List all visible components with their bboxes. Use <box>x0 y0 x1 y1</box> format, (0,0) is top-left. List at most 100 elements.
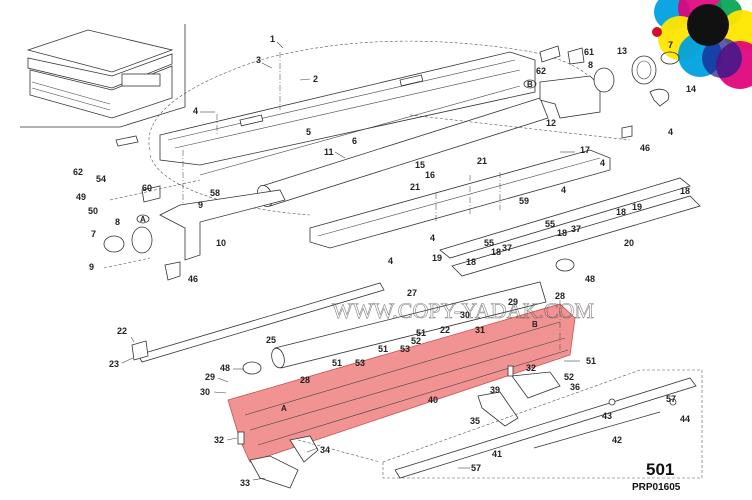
cmyk-logo <box>652 0 752 89</box>
part-43 <box>608 398 616 406</box>
bracket-61 <box>567 47 585 65</box>
callout-35: 35 <box>470 416 480 426</box>
spring-32-left <box>237 431 245 445</box>
group-501-box <box>382 369 703 479</box>
logo-circle-blue <box>702 38 742 78</box>
ref-marker-b: B <box>527 80 533 89</box>
callouts: 1 2 3 4 5 6 11 7 8 13 61 62 14 4 12 46 1… <box>73 34 696 488</box>
frame-12 <box>539 75 601 119</box>
inset-scanner-lid <box>26 29 174 73</box>
bushing-8-right <box>593 67 615 93</box>
callout-37: 37 <box>502 243 512 253</box>
ref-marker-a: A <box>281 404 287 413</box>
callout-52: 52 <box>564 372 574 382</box>
callout-33: 33 <box>240 478 250 488</box>
callout-16: 16 <box>425 170 435 180</box>
callout-10: 10 <box>216 238 226 248</box>
callout-3: 3 <box>256 55 261 65</box>
washer-48-right <box>555 258 575 272</box>
guide-strip-25 <box>137 282 385 363</box>
lever-34 <box>289 435 319 463</box>
callout-55: 55 <box>484 238 494 248</box>
callout-42: 42 <box>612 435 622 445</box>
callout-21: 21 <box>410 182 420 192</box>
callout-2: 2 <box>313 74 318 84</box>
callout-4: 4 <box>561 185 566 195</box>
e-ring-7-right <box>660 51 680 65</box>
logo-circle-red-small <box>652 27 662 37</box>
callout-31: 31 <box>475 325 485 335</box>
callout-14: 14 <box>686 84 696 94</box>
callout-50: 50 <box>88 206 98 216</box>
callout-32: 32 <box>214 435 224 445</box>
callout-11: 11 <box>324 147 334 157</box>
callout-4: 4 <box>668 127 673 137</box>
callout-51: 51 <box>586 356 596 366</box>
callout-9: 9 <box>89 262 94 272</box>
callout-22: 22 <box>440 325 450 335</box>
callout-53: 53 <box>400 344 410 354</box>
callout-48: 48 <box>585 274 595 284</box>
group-number: 501 <box>646 460 674 479</box>
inset-scanner-body <box>27 53 173 89</box>
callout-4: 4 <box>193 106 198 116</box>
callout-4: 4 <box>430 233 435 243</box>
gear-13 <box>631 55 657 85</box>
left-frame-bracket <box>159 189 286 281</box>
bracket-49 <box>115 135 139 147</box>
pressure-arm-33 <box>249 455 299 489</box>
callout-37: 37 <box>571 224 581 234</box>
leader-lines <box>103 41 631 481</box>
callout-29: 29 <box>508 297 518 307</box>
callout-19: 19 <box>432 253 442 263</box>
callout-57: 57 <box>471 463 481 473</box>
callout-61: 61 <box>584 47 594 57</box>
watermark: WWW.COPY-YADAK.COM <box>332 298 594 323</box>
callout-32: 32 <box>526 363 536 373</box>
callout-49: 49 <box>76 192 86 202</box>
inset-frame <box>20 24 186 128</box>
callout-46: 46 <box>188 274 198 284</box>
right-frame-bracket <box>539 45 680 139</box>
inset-paper-exit <box>121 73 161 87</box>
callout-19: 19 <box>632 202 642 212</box>
callout-25: 25 <box>266 335 276 345</box>
washer-48-left <box>242 361 262 375</box>
callout-34: 34 <box>320 445 330 455</box>
callout-7: 7 <box>668 40 673 50</box>
callout-7: 7 <box>91 229 96 239</box>
callout-60: 60 <box>142 183 152 193</box>
callout-27: 27 <box>407 288 417 298</box>
plate-17 <box>309 149 611 249</box>
guide-59 <box>439 177 691 259</box>
callout-57: 57 <box>666 394 676 404</box>
lamp-6 <box>199 85 521 176</box>
shaft-42 <box>533 411 661 449</box>
middle-plate <box>309 149 611 249</box>
callout-4: 4 <box>388 256 393 266</box>
callout-17: 17 <box>580 145 590 155</box>
callout-6: 6 <box>352 136 357 146</box>
exit-guide-41 <box>394 377 697 479</box>
callout-1: 1 <box>270 34 275 44</box>
callout-20: 20 <box>624 238 634 248</box>
inset-printer-body <box>29 65 173 119</box>
callout-18: 18 <box>466 257 476 267</box>
upper-cover <box>159 51 536 166</box>
callout-23: 23 <box>109 359 119 369</box>
callout-36: 36 <box>570 382 580 392</box>
separator-strip-20 <box>451 195 701 277</box>
ref-markers: A A B B <box>136 79 538 413</box>
callout-44: 44 <box>680 414 690 424</box>
bushing-8-left <box>131 226 153 254</box>
callout-30: 30 <box>200 387 210 397</box>
callout-12: 12 <box>546 118 556 128</box>
machine-inset <box>20 24 186 128</box>
callout-18: 18 <box>491 247 501 257</box>
callout-39: 39 <box>490 385 500 395</box>
part-23 <box>131 340 149 361</box>
callout-28: 28 <box>555 291 565 301</box>
callout-41: 41 <box>492 449 502 459</box>
